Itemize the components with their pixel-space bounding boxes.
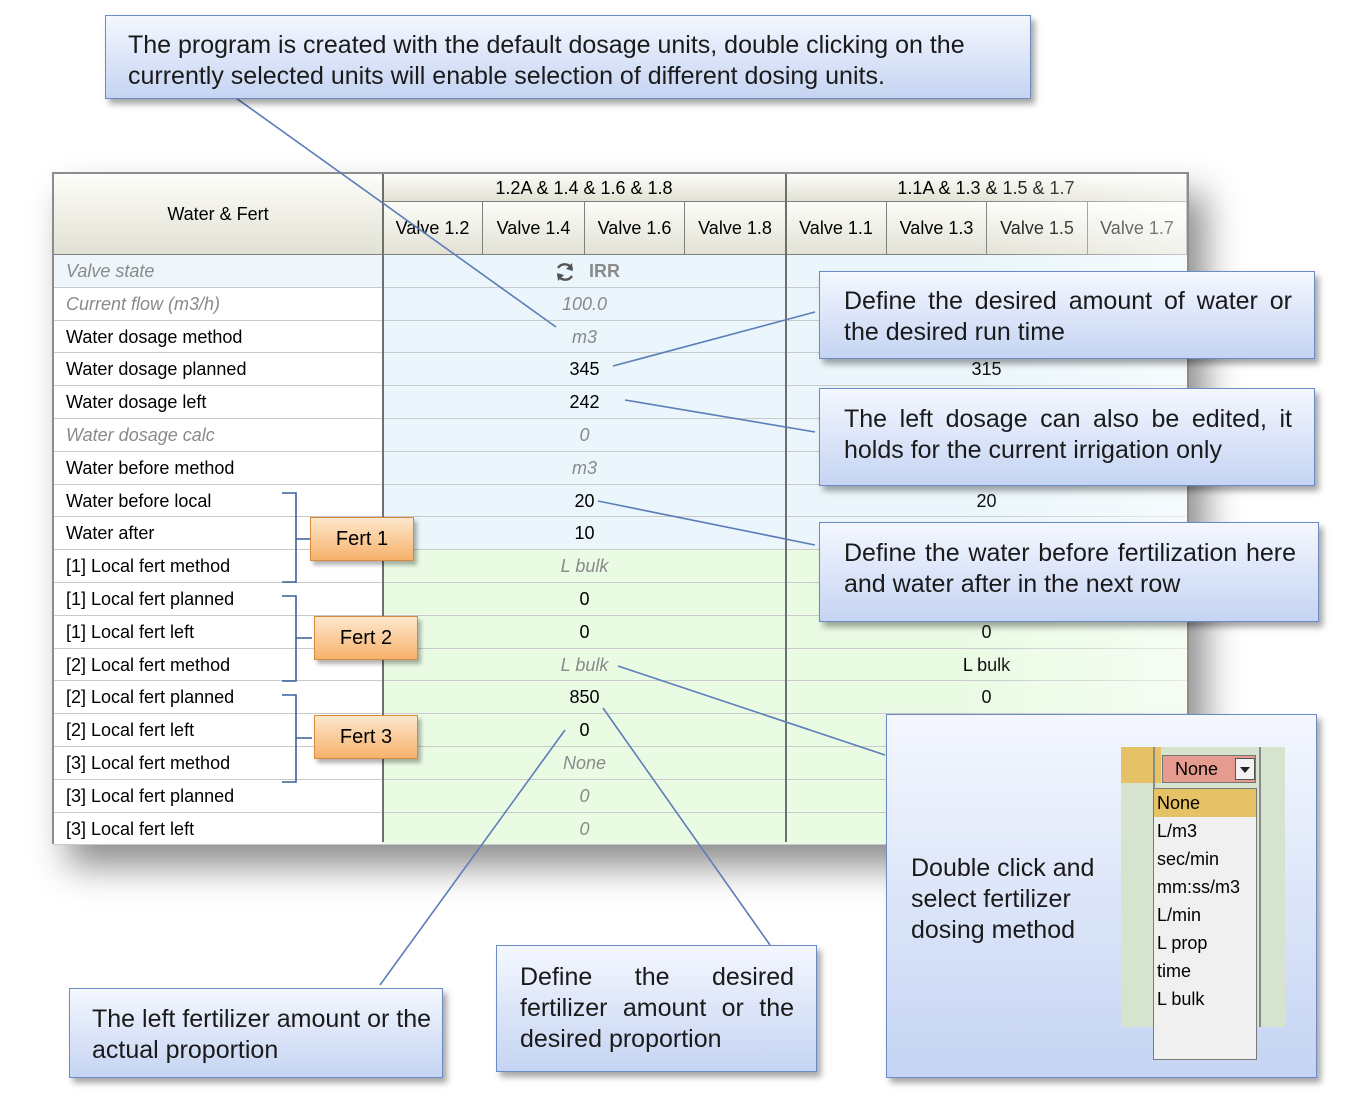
fert-2-badge: Fert 2 [314,616,418,660]
row-value-group1[interactable]: 0 [383,779,786,813]
callout-left-dosage-text: The left dosage can also be edited, it h… [844,405,1292,464]
fert-1-badge: Fert 1 [310,517,414,561]
chevron-down-icon [1240,767,1250,773]
valve-header-6[interactable]: Valve 1.3 [887,202,987,255]
row-value-group2[interactable]: L bulk [786,648,1187,682]
row-label: Water dosage calc [54,419,383,452]
row-label: [1] Local fert planned [54,583,383,616]
row-value-group1[interactable]: L bulk [383,648,786,682]
row-label: Current flow (m3/h) [54,287,383,321]
row-value-group1[interactable]: 20 [383,484,786,518]
row-value-group1[interactable]: IRR [383,255,786,288]
row-value-group2[interactable]: 0 [786,681,1187,715]
dropdown-option[interactable]: L/m3 [1157,821,1198,841]
row-value-group1[interactable]: 100.0 [383,287,786,321]
row-value-group1[interactable]: m3 [383,451,786,485]
valve-header-5[interactable]: Valve 1.1 [786,202,887,255]
row-value-group1[interactable]: 345 [383,353,786,387]
row-label: Water before method [54,451,383,485]
dropdown-option[interactable]: mm:ss/m3 [1157,877,1240,897]
fert-3-badge: Fert 3 [314,715,418,759]
callout-left-fert-text: The left fertilizer amount or the actual… [92,1005,432,1064]
row-label: [3] Local fert planned [54,779,383,813]
callout-default-units: The program is created with the default … [105,15,1031,99]
dropdown-toggle-button[interactable] [1235,758,1255,780]
row-value-group1[interactable]: 0 [383,615,786,649]
dropdown-option[interactable]: None [1154,789,1256,817]
callout-water-before: Define the water before fertilization he… [819,522,1319,622]
dropdown-selected-label: None [1175,759,1219,779]
row-value-group1[interactable]: 850 [383,681,786,715]
callout-double-click-text: Double click and select fertilizer dosin… [911,854,1095,944]
row-label: Water dosage planned [54,353,383,387]
valve-header-3[interactable]: Valve 1.6 [585,202,685,255]
valve-header-7[interactable]: Valve 1.5 [987,202,1088,255]
row-label: Water dosage left [54,386,383,419]
callout-water-before-text: Define the water before fertilization he… [844,539,1296,598]
row-value-group1[interactable]: None [383,747,786,780]
callout-water-amount-text: Define the desired amount of water or th… [844,287,1292,346]
dropdown-option[interactable]: time [1157,961,1192,981]
dropdown-option[interactable]: L/min [1157,905,1202,925]
row-value-group1[interactable]: 0 [383,419,786,452]
row-value-group1[interactable]: L bulk [383,550,786,583]
dropdown-option[interactable]: L prop [1157,933,1208,953]
valve-header-4[interactable]: Valve 1.8 [685,202,786,255]
group-header-2: 1.1A & 1.3 & 1.5 & 1.7 [786,174,1187,202]
callout-left-dosage: The left dosage can also be edited, it h… [819,388,1315,486]
row-value-group2[interactable]: 20 [786,484,1187,518]
callout-default-units-text: The program is created with the default … [128,31,965,90]
row-label: [2] Local fert planned [54,681,383,715]
row-value-group1[interactable]: 242 [383,386,786,419]
row-value-group1[interactable]: 0 [383,714,786,747]
valve-header-2[interactable]: Valve 1.4 [483,202,585,255]
row-label: Water dosage method [54,320,383,354]
valve-header-8[interactable]: Valve 1.7 [1088,202,1187,255]
dropdown-option[interactable]: sec/min [1157,849,1220,869]
dropdown-option[interactable]: L bulk [1157,989,1205,1009]
group-header-1: 1.2A & 1.4 & 1.6 & 1.8 [383,174,786,202]
callout-desired-fert: Define the desired fertilizer amount or … [496,945,817,1072]
corner-header: Water & Fert [54,174,383,255]
row-value-group1[interactable]: 10 [383,517,786,551]
row-label: Valve state [54,255,383,288]
row-value-group1[interactable]: 0 [383,583,786,616]
callout-water-amount: Define the desired amount of water or th… [819,271,1315,359]
row-label: [3] Local fert left [54,812,383,846]
row-value-group1[interactable]: 0 [383,812,786,846]
callout-left-fert: The left fertilizer amount or the actual… [69,988,443,1078]
row-label: Water before local [54,484,383,518]
valve-header-1[interactable]: Valve 1.2 [383,202,483,255]
row-value-group1[interactable]: m3 [383,320,786,354]
refresh-icon [556,263,574,281]
callout-desired-fert-text: Define the desired fertilizer amount or … [520,963,794,1053]
